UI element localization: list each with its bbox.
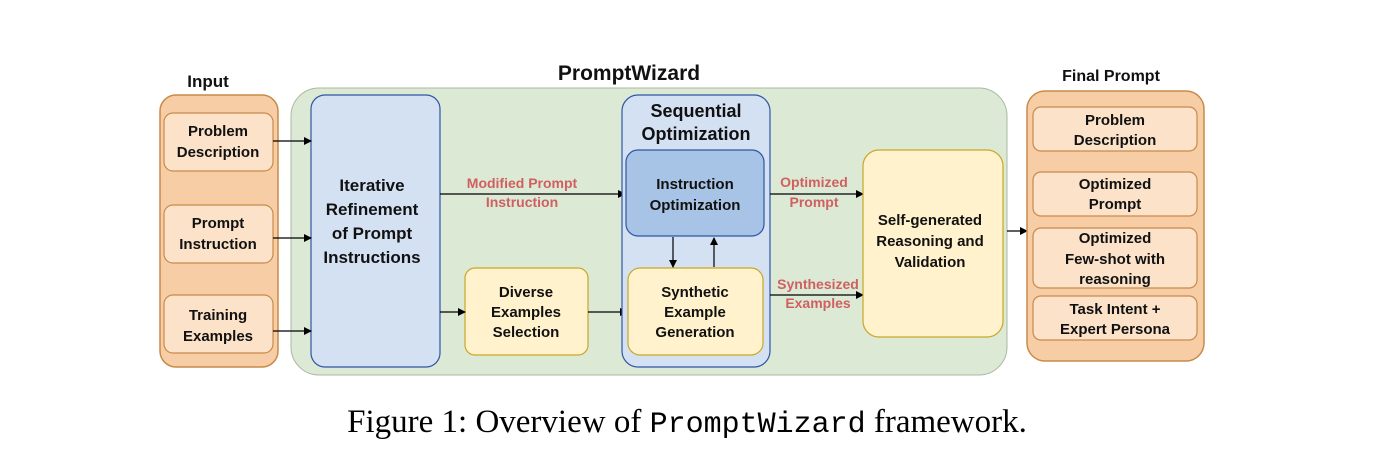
svg-text:Optimized: Optimized (1079, 230, 1152, 247)
svg-text:Prompt: Prompt (192, 215, 245, 232)
final-item-optimized-few-shot: Optimized Few-shot with reasoning (1032, 227, 1198, 289)
svg-text:Iterative: Iterative (339, 176, 404, 195)
svg-text:Sequential: Sequential (650, 101, 741, 121)
svg-text:Optimization: Optimization (642, 124, 751, 144)
diverse-examples-box: Diverse Examples Selection (464, 267, 589, 356)
svg-text:reasoning: reasoning (1079, 271, 1151, 288)
figure-caption: Figure 1: Overview of PromptWizard frame… (0, 404, 1374, 442)
svg-text:Prompt: Prompt (790, 194, 839, 210)
input-title: Input (187, 72, 229, 91)
svg-text:Reasoning and: Reasoning and (876, 233, 984, 250)
input-item-problem-description: Problem Description (163, 112, 274, 172)
framework-diagram: Input PromptWizard Final Prompt Problem … (159, 62, 1205, 376)
svg-text:Instruction: Instruction (486, 194, 558, 210)
optimized-prompt-label: Optimized Prompt (780, 174, 848, 210)
synthesized-examples-label: Synthesized Examples (777, 276, 859, 311)
svg-text:Description: Description (1074, 132, 1157, 149)
self-generated-box: Self-generated Reasoning and Validation (862, 149, 1004, 338)
svg-text:Self-generated: Self-generated (878, 212, 982, 229)
svg-text:Generation: Generation (655, 324, 734, 341)
svg-text:Description: Description (177, 144, 260, 161)
svg-text:Examples: Examples (785, 295, 851, 311)
svg-text:Example: Example (664, 304, 726, 321)
svg-text:Few-shot with: Few-shot with (1065, 251, 1165, 268)
svg-text:Refinement: Refinement (326, 200, 419, 219)
final-prompt-container (1026, 90, 1205, 362)
svg-text:Examples: Examples (491, 304, 561, 321)
svg-text:Problem: Problem (1085, 112, 1145, 129)
svg-text:Selection: Selection (493, 324, 560, 341)
caption-suffix: framework. (873, 404, 1027, 440)
synthetic-example-box: Synthetic Example Generation (627, 267, 764, 356)
svg-text:Instruction: Instruction (179, 236, 257, 253)
svg-text:Synthetic: Synthetic (661, 284, 729, 301)
input-item-prompt-instruction: Prompt Instruction (163, 204, 274, 264)
modified-prompt-label: Modified Prompt Instruction (467, 175, 578, 210)
svg-text:Synthesized: Synthesized (777, 276, 859, 292)
svg-text:Training: Training (189, 307, 247, 324)
final-item-task-intent: Task Intent + Expert Persona (1032, 295, 1198, 341)
svg-text:of Prompt: of Prompt (332, 224, 413, 243)
svg-text:Optimization: Optimization (650, 197, 741, 214)
iterative-refinement-box: Iterative Refinement of Prompt Instructi… (310, 94, 441, 368)
svg-text:Modified Prompt: Modified Prompt (467, 175, 578, 191)
svg-text:Expert Persona: Expert Persona (1060, 321, 1171, 338)
svg-text:Examples: Examples (183, 328, 253, 345)
svg-text:Optimized: Optimized (1079, 176, 1152, 193)
svg-text:Prompt: Prompt (1089, 196, 1142, 213)
caption-mono: PromptWizard (649, 408, 866, 442)
svg-text:Diverse: Diverse (499, 284, 553, 301)
promptwizard-title: PromptWizard (558, 62, 700, 85)
instruction-optimization-box: Instruction Optimization (625, 149, 765, 237)
svg-text:Instructions: Instructions (323, 248, 420, 267)
svg-text:Optimized: Optimized (780, 174, 848, 190)
final-prompt-title: Final Prompt (1062, 68, 1160, 85)
svg-text:Instruction: Instruction (656, 176, 734, 193)
svg-text:Task Intent +: Task Intent + (1070, 301, 1161, 318)
final-item-optimized-prompt: Optimized Prompt (1032, 171, 1198, 217)
caption-prefix: Figure 1: Overview of (347, 404, 642, 440)
svg-text:Problem: Problem (188, 123, 248, 140)
input-item-training-examples: Training Examples (163, 294, 274, 354)
final-item-problem-description: Problem Description (1032, 106, 1198, 152)
svg-text:Validation: Validation (895, 254, 966, 271)
